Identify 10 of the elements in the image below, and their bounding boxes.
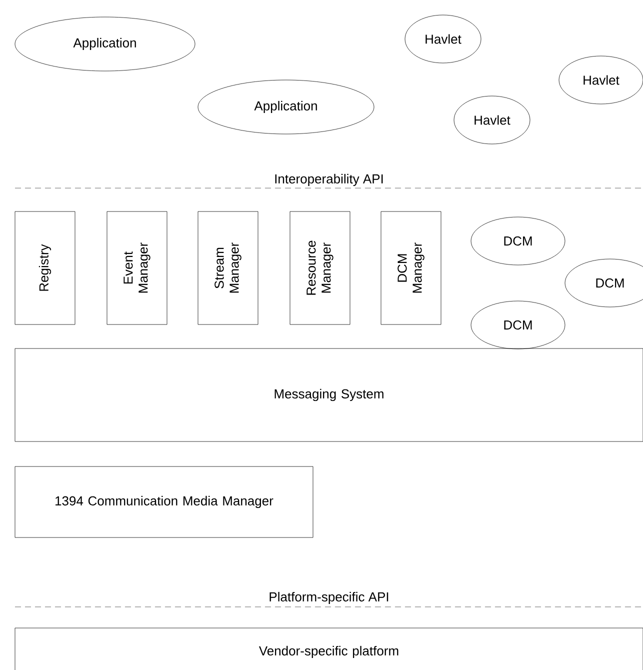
layer-box: 1394 Communication Media Manager <box>14 466 314 538</box>
manager-box: DCM Manager <box>380 211 442 325</box>
manager-box: Event Manager <box>106 211 168 325</box>
manager-box: Resource Manager <box>290 211 350 325</box>
layer-box: Messaging System <box>14 348 643 442</box>
manager-box: Registry <box>14 211 76 325</box>
api-label: Interoperability API <box>273 172 385 188</box>
api-label: Platform-specific API <box>268 590 390 606</box>
layer-box: Vendor-specific platform <box>14 628 643 670</box>
manager-box: Stream Manager <box>198 211 258 325</box>
